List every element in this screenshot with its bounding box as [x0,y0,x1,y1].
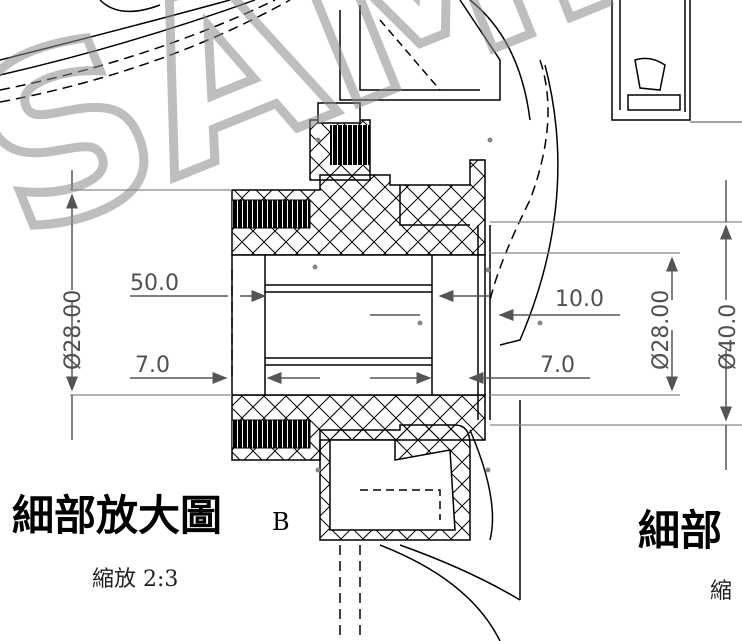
detail-b-suffix: B [272,508,290,536]
dimension-len-7-left: 7.0 [135,353,170,378]
detail-b-title: 細部放大圖 [12,491,222,540]
dimension-len-50: 50.0 [130,271,179,296]
wheel-arc [0,0,291,103]
section-view-top-right [611,0,742,123]
thread-hole-bottom [231,419,311,449]
upper-housing [339,0,559,346]
dimension-dia-right: Ø28.00 [649,290,674,370]
bolt-top [309,102,371,181]
thread-hole-top [231,199,311,229]
dimension-dia-outer: Ø40.0 [716,304,741,370]
bore-lines [231,225,491,420]
dimension-dia-left: Ø28.00 [61,290,86,370]
detail-next-title: 細部 [638,506,722,555]
center-marks [312,137,543,473]
lower-housing [319,400,521,641]
detail-b-scale: 縮放 2:3 [92,567,178,592]
extension-lines [70,189,742,426]
dimension-len-10: 10.0 [555,287,604,312]
dimension-len-7-right: 7.0 [540,353,575,378]
detail-next-scale: 縮 [710,579,732,604]
dimension-lines [66,170,732,470]
